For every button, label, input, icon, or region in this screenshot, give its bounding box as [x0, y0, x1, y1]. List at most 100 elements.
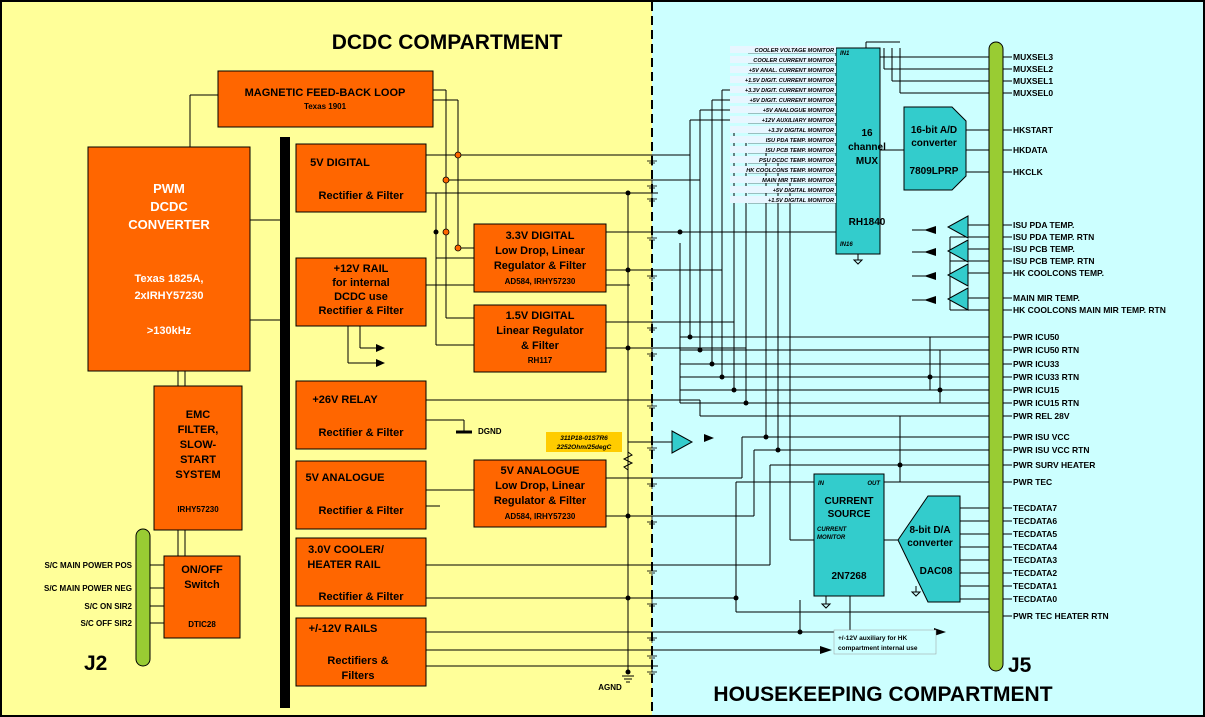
j5-signal-label: MUXSEL0 [1013, 88, 1053, 98]
svg-text:CURRENT: CURRENT [817, 527, 848, 533]
onoff-switch-block: ON/OFF Switch DTIC28 [163, 555, 241, 639]
aux-label: +/-12V auxiliary for HK compartment inte… [833, 629, 937, 655]
j5-signal-label: TECDATA3 [1013, 555, 1057, 565]
j5-signal-label: TECDATA7 [1013, 503, 1057, 513]
j5-signal-label: TECDATA6 [1013, 516, 1057, 526]
svg-text:Regulator & Filter: Regulator & Filter [494, 495, 587, 507]
emc-filter-block: EMC FILTER, SLOW- START SYSTEM IRHY57230 [153, 385, 243, 531]
svg-text:IRHY57230: IRHY57230 [177, 505, 219, 514]
svg-text:5V ANALOGUE: 5V ANALOGUE [305, 472, 384, 484]
svg-text:J2: J2 [84, 652, 107, 675]
svg-text:Rectifier & Filter: Rectifier & Filter [319, 505, 405, 517]
svg-text:Regulator & Filter: Regulator & Filter [494, 260, 587, 272]
mux-input-label: +5V ANAL. CURRENT MONITOR [749, 68, 834, 74]
temp-sensor-amplifiers [946, 215, 969, 311]
block-12v-rails: +/-12V RAILS Rectifiers & Filters [295, 617, 427, 687]
j5-signal-label: MUXSEL2 [1013, 64, 1053, 74]
svg-text:J5: J5 [1008, 654, 1032, 677]
svg-text:1.5V DIGITAL: 1.5V DIGITAL [506, 310, 575, 322]
svg-text:DCDC: DCDC [150, 199, 188, 214]
svg-text:16: 16 [861, 128, 873, 139]
block-5v-digital: 5V DIGITAL Rectifier & Filter [295, 143, 427, 213]
j5-signal-label: ISU PCB TEMP. [1013, 244, 1075, 254]
mux-input-label: ISU PDA TEMP. MONITOR [766, 138, 834, 144]
mux-input-label: COOLER VOLTAGE MONITOR [754, 48, 834, 54]
dgnd-symbol: DGND [456, 427, 502, 436]
j5-signal-label: MAIN MIR TEMP. [1013, 293, 1080, 303]
svg-text:converter: converter [907, 538, 953, 549]
j5-signal-labels: MUXSEL3MUXSEL2MUXSEL1MUXSEL0HKSTARTHKDAT… [1003, 52, 1166, 621]
j5-signal-label: ISU PCB TEMP. RTN [1013, 256, 1095, 266]
svg-text:converter: converter [911, 138, 957, 149]
svg-text:AD584, IRHY57230: AD584, IRHY57230 [505, 512, 576, 521]
svg-text:5V ANALOGUE: 5V ANALOGUE [500, 465, 579, 477]
svg-text:Rectifier & Filter: Rectifier & Filter [319, 305, 405, 317]
svg-text:AGND: AGND [598, 683, 622, 692]
svg-text:AD584, IRHY57230: AD584, IRHY57230 [505, 277, 576, 286]
block-3v3-regulator: 3.3V DIGITAL Low Drop, Linear Regulator … [473, 223, 607, 293]
agnd-symbol: AGND [598, 675, 634, 692]
dac-block: 8-bit D/A converter DAC08 [897, 495, 961, 603]
mux-input-label: +5V DIGIT. CURRENT MONITOR [750, 98, 834, 104]
svg-text:compartment internal use: compartment internal use [838, 645, 918, 652]
j5-connector: J5 [988, 41, 1032, 677]
svg-text:Low Drop, Linear: Low Drop, Linear [495, 480, 586, 492]
svg-text:311P18-01S7R6: 311P18-01S7R6 [560, 435, 608, 442]
j5-signal-label: PWR ICU50 [1013, 332, 1060, 342]
j5-signal-label: PWR ICU33 RTN [1013, 372, 1079, 382]
mux-input-label: HK COOLCONS TEMP. MONITOR [746, 168, 834, 174]
svg-text:SYSTEM: SYSTEM [175, 469, 220, 481]
block-12v-rail: +12V RAIL for internal DCDC use Rectifie… [295, 257, 427, 327]
j5-signal-label: PWR ICU15 [1013, 385, 1060, 395]
svg-text:8-bit D/A: 8-bit D/A [909, 525, 950, 536]
j5-signal-label: PWR TEC [1013, 477, 1052, 487]
svg-text:EMC: EMC [186, 409, 211, 421]
svg-text:IN1: IN1 [840, 51, 850, 57]
svg-text:RH117: RH117 [528, 356, 553, 365]
svg-text:Low Drop, Linear: Low Drop, Linear [495, 245, 586, 257]
j5-signal-label: PWR ICU15 RTN [1013, 398, 1079, 408]
mux-input-label: +5V ANALOGUE MONITOR [763, 108, 834, 114]
svg-text:ON/OFF: ON/OFF [181, 564, 223, 576]
svg-text:5V DIGITAL: 5V DIGITAL [310, 157, 370, 169]
svg-text:DTIC28: DTIC28 [188, 620, 216, 629]
svg-text:3.3V DIGITAL: 3.3V DIGITAL [506, 230, 575, 242]
svg-text:FILTER,: FILTER, [178, 424, 219, 436]
mux-input-label: PSU DCDC TEMP. MONITOR [759, 158, 834, 164]
j5-signal-label: HK COOLCONS TEMP. [1013, 268, 1104, 278]
orange-junction-dots [442, 151, 462, 252]
mux-input-label: +5V DIGITAL MONITOR [773, 188, 834, 194]
svg-text:SOURCE: SOURCE [828, 509, 871, 520]
svg-text:PWM: PWM [153, 181, 185, 196]
svg-text:DCDC use: DCDC use [334, 291, 388, 303]
j5-signal-label: ISU PDA TEMP. RTN [1013, 232, 1094, 242]
dcdc-compartment-title: DCDC COMPARTMENT [332, 31, 563, 54]
j2-signal-label: S/C ON SIR2 [84, 602, 132, 611]
wires [150, 41, 994, 672]
j5-signal-label: TECDATA1 [1013, 581, 1057, 591]
j5-signal-label: PWR TEC HEATER RTN [1013, 611, 1109, 621]
j5-signal-label: TECDATA2 [1013, 568, 1057, 578]
svg-text:Rectifier & Filter: Rectifier & Filter [319, 190, 405, 202]
block-3v-cooler: 3.0V COOLER/ HEATER RAIL Rectifier & Fil… [295, 537, 427, 607]
svg-text:Switch: Switch [184, 579, 220, 591]
ground-ticks [647, 155, 657, 677]
j5-signal-label: PWR ICU33 [1013, 359, 1060, 369]
svg-text:MUX: MUX [856, 156, 879, 167]
j2-connector: J2 [84, 528, 151, 675]
arrowheads [376, 226, 946, 654]
junction-dots [433, 190, 943, 675]
j5-signal-label: HKDATA [1013, 145, 1048, 155]
mux-input-label: +3.3V DIGITAL MONITOR [768, 128, 834, 134]
svg-text:OUT: OUT [867, 481, 881, 487]
j5-signal-label: HKCLK [1013, 167, 1044, 177]
svg-text:+12V RAIL: +12V RAIL [334, 263, 389, 275]
mux-input-label: ISU PCB TEMP. MONITOR [766, 148, 834, 154]
j2-signal-label: S/C MAIN POWER NEG [44, 584, 132, 593]
svg-text:HEATER RAIL: HEATER RAIL [307, 559, 380, 571]
svg-text:Filters: Filters [341, 670, 374, 682]
pwm-dcdc-block: PWM DCDC CONVERTER Texas 1825A, 2xIRHY57… [87, 146, 251, 372]
